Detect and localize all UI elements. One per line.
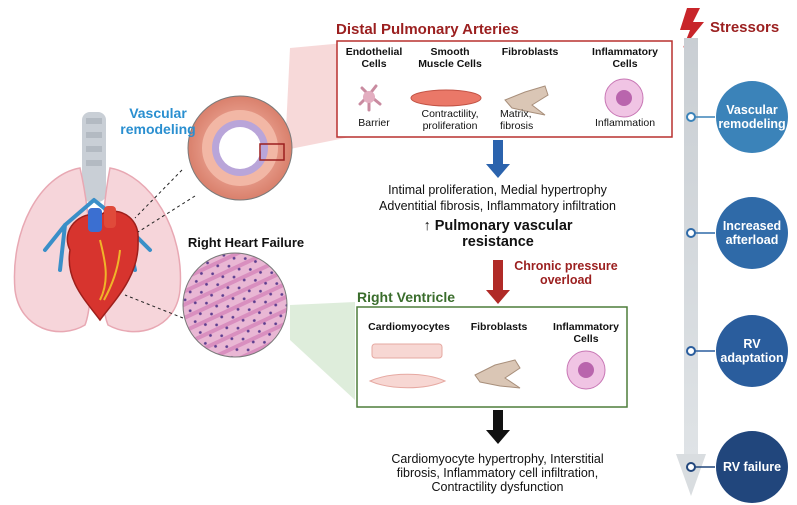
remodeling-line-2: Adventitial fibrosis, Inflammatory infil… (379, 199, 616, 213)
endothelial-cells-role: Barrier (358, 117, 390, 129)
timeline-node (686, 228, 696, 238)
tissue-section (124, 252, 355, 400)
pvr-label: ↑ Pulmonary vascular resistance (423, 218, 573, 251)
smooth-muscle-cells-label: Smooth Muscle Cells (418, 46, 482, 70)
stressors-title: Stressors (710, 19, 780, 36)
right-heart-failure-label: Right Heart Failure (187, 235, 305, 250)
down-arrow-red (486, 260, 510, 304)
cardiomyocyte-elongated-icon (368, 373, 447, 389)
fibroblasts-role: Matrix, fibrosis (500, 108, 534, 132)
remodeling-line-1: Intimal proliferation, Medial hypertroph… (388, 183, 607, 197)
inflammatory-cell-icon (604, 78, 644, 118)
timeline-arrow (676, 38, 706, 496)
smooth-muscle-cell-icon (410, 89, 482, 107)
down-arrow-blue (486, 140, 510, 178)
cardiomyocytes-label: Cardiomyocytes (368, 321, 450, 333)
timeline-node (686, 346, 696, 356)
stage-rv-failure: RV failure (716, 431, 788, 503)
right-ventricle-title: Right Ventricle (357, 289, 456, 305)
vascular-remodeling-label: Vascular remodeling (120, 105, 196, 137)
stressors-bolt-icon (680, 8, 704, 48)
rv-inflammatory-cells-label: Inflammatory Cells (553, 321, 619, 345)
vessel-cross-section (134, 42, 355, 233)
fibroblasts-label: Fibroblasts (501, 46, 559, 58)
lungs-illustration (13, 112, 182, 333)
distal-arteries-title: Distal Pulmonary Arteries (336, 21, 519, 38)
stage-rv-adaptation: RV adaptation (716, 315, 788, 387)
outcome-text: Cardiomyocyte hypertrophy, Interstitial … (391, 452, 604, 494)
down-arrow-black (486, 410, 510, 444)
stage-vascular-remodeling: Vascular remodeling (716, 81, 788, 153)
rv-fibroblast-icon (474, 359, 521, 389)
endothelial-cell-icon (358, 84, 382, 112)
timeline-node (686, 462, 696, 472)
rv-fibroblasts-label: Fibroblasts (470, 321, 528, 333)
timeline-node (686, 112, 696, 122)
stage-increased-afterload: Increased afterload (716, 197, 788, 269)
chronic-pressure-label: Chronic pressure overload (514, 259, 618, 287)
fibroblast-icon (504, 85, 549, 116)
heart-illustration (66, 206, 139, 322)
endothelial-cells-label: Endothelial Cells (345, 46, 403, 70)
inflammatory-cells-role: Inflammation (594, 117, 656, 129)
cardiomyocyte-icon (371, 343, 443, 359)
inflammatory-cells-label: Inflammatory Cells (592, 46, 658, 70)
smooth-muscle-cells-role: Contractility, proliferation (421, 108, 479, 132)
rv-inflammatory-cell-icon (566, 350, 606, 390)
